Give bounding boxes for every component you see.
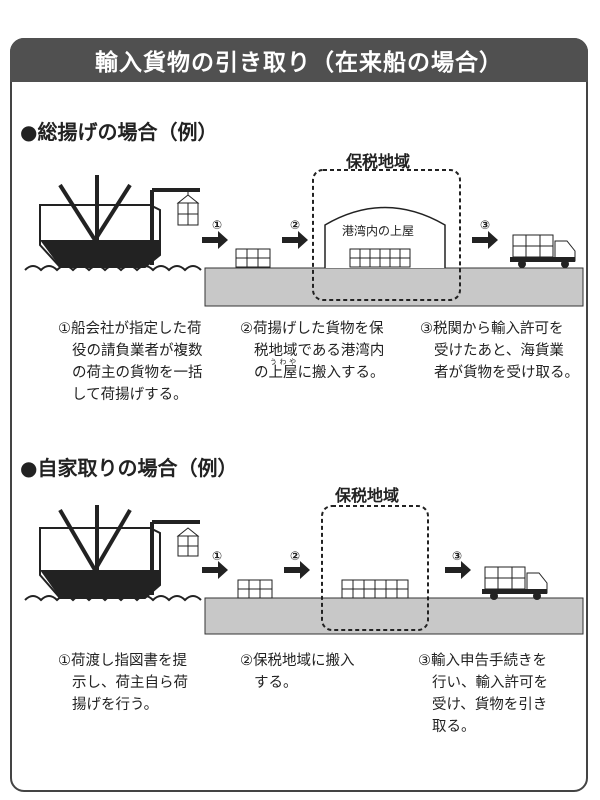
ruby-text: うわや: [268, 358, 298, 367]
bonded-area-label: 保税地域: [335, 486, 400, 505]
arrow-step-2: [282, 231, 308, 249]
step-1-line1: ①荷渡し指図書を提: [58, 653, 187, 669]
section-heading-jikadori: ●自家取りの場合（例）: [20, 456, 238, 480]
cargo-container: [235, 248, 271, 268]
ruby-base: 上屋: [268, 365, 298, 382]
truck-icon: [510, 234, 576, 268]
step-2-line1: ②荷揚げした貨物を保: [240, 321, 384, 337]
bonded-area-boundary: [321, 505, 429, 631]
water-waves: [24, 595, 202, 602]
arrow-step-3: [445, 561, 471, 579]
water-waves: [24, 265, 202, 272]
step-3-description: ③税関から輸入許可を 受けたあと、海貨業 者が貨物を受け取る。: [420, 318, 579, 384]
step-number-2: ②: [290, 549, 301, 563]
bonded-area-label: 保税地域: [346, 152, 411, 171]
step-number-3: ③: [452, 549, 463, 563]
page-title: 輸入貨物の引き取り（在来船の場合）: [95, 50, 503, 76]
arrow-step-1: [202, 561, 228, 579]
step-number-2: ②: [290, 218, 301, 232]
step-3-line1: ③輸入申告手続きを: [418, 653, 547, 669]
cargo-container: [237, 579, 273, 599]
step-1-description: ①船会社が指定した荷 役の請負業者が複数 の荷主の貨物を一括 して荷揚げする。: [58, 318, 203, 406]
step-1-rest: 役の請負業者が複数 の荷主の貨物を一括 して荷揚げする。: [72, 343, 203, 403]
arrow-step-3: [472, 231, 498, 249]
step-3-rest: 受けたあと、海貨業 者が貨物を受け取る。: [434, 343, 579, 381]
cargo-stack: [341, 579, 409, 599]
step-3-rest: 行い、輸入許可を 受け、貨物を引き 取る。: [432, 675, 548, 735]
step-2-line1: ②保税地域に搬入: [240, 653, 355, 669]
crane-icon: [150, 520, 200, 595]
step-1-rest: 示し、荷主自ら荷 揚げを行う。: [72, 675, 188, 713]
uwaya-ruby: 上屋うわや: [268, 358, 298, 382]
warehouse-icon: [324, 206, 446, 268]
diagram-sougeage: [24, 169, 584, 307]
ship-icon: [39, 505, 161, 599]
arrow-step-2: [284, 561, 310, 579]
step-2-line3-pre: の: [254, 365, 269, 382]
section-heading-sougeage: ●総揚げの場合（例）: [20, 120, 218, 144]
step-1-description: ①荷渡し指図書を提 示し、荷主自ら荷 揚げを行う。: [58, 650, 188, 716]
diagram-jikadori: [24, 505, 584, 635]
step-number-1: ①: [212, 549, 223, 563]
step-2-rest: する。: [254, 675, 298, 691]
step-number-3: ③: [480, 218, 491, 232]
step-2-line3-post: に搬入する。: [297, 365, 385, 382]
crane-icon: [150, 188, 200, 265]
step-2-description: ②荷揚げした貨物を保 税地域である港湾内 の上屋うわやに搬入する。: [240, 318, 385, 384]
title-bar: 輸入貨物の引き取り（在来船の場合）: [10, 38, 588, 82]
truck-icon: [482, 566, 548, 600]
step-1-line1: ①船会社が指定した荷: [58, 321, 202, 337]
step-2-line2: 税地域である港湾内: [254, 343, 385, 359]
step-3-line1: ③税関から輸入許可を: [420, 321, 564, 337]
step-3-description: ③輸入申告手続きを 行い、輸入許可を 受け、貨物を引き 取る。: [418, 650, 548, 738]
step-number-1: ①: [212, 218, 223, 232]
ship-icon: [39, 175, 161, 268]
warehouse-label: 港湾内の上屋: [342, 224, 415, 238]
arrow-step-1: [202, 231, 228, 249]
bonded-area-boundary: [312, 169, 461, 301]
step-2-description: ②保税地域に搬入 する。: [240, 650, 355, 694]
ground: [204, 597, 584, 635]
